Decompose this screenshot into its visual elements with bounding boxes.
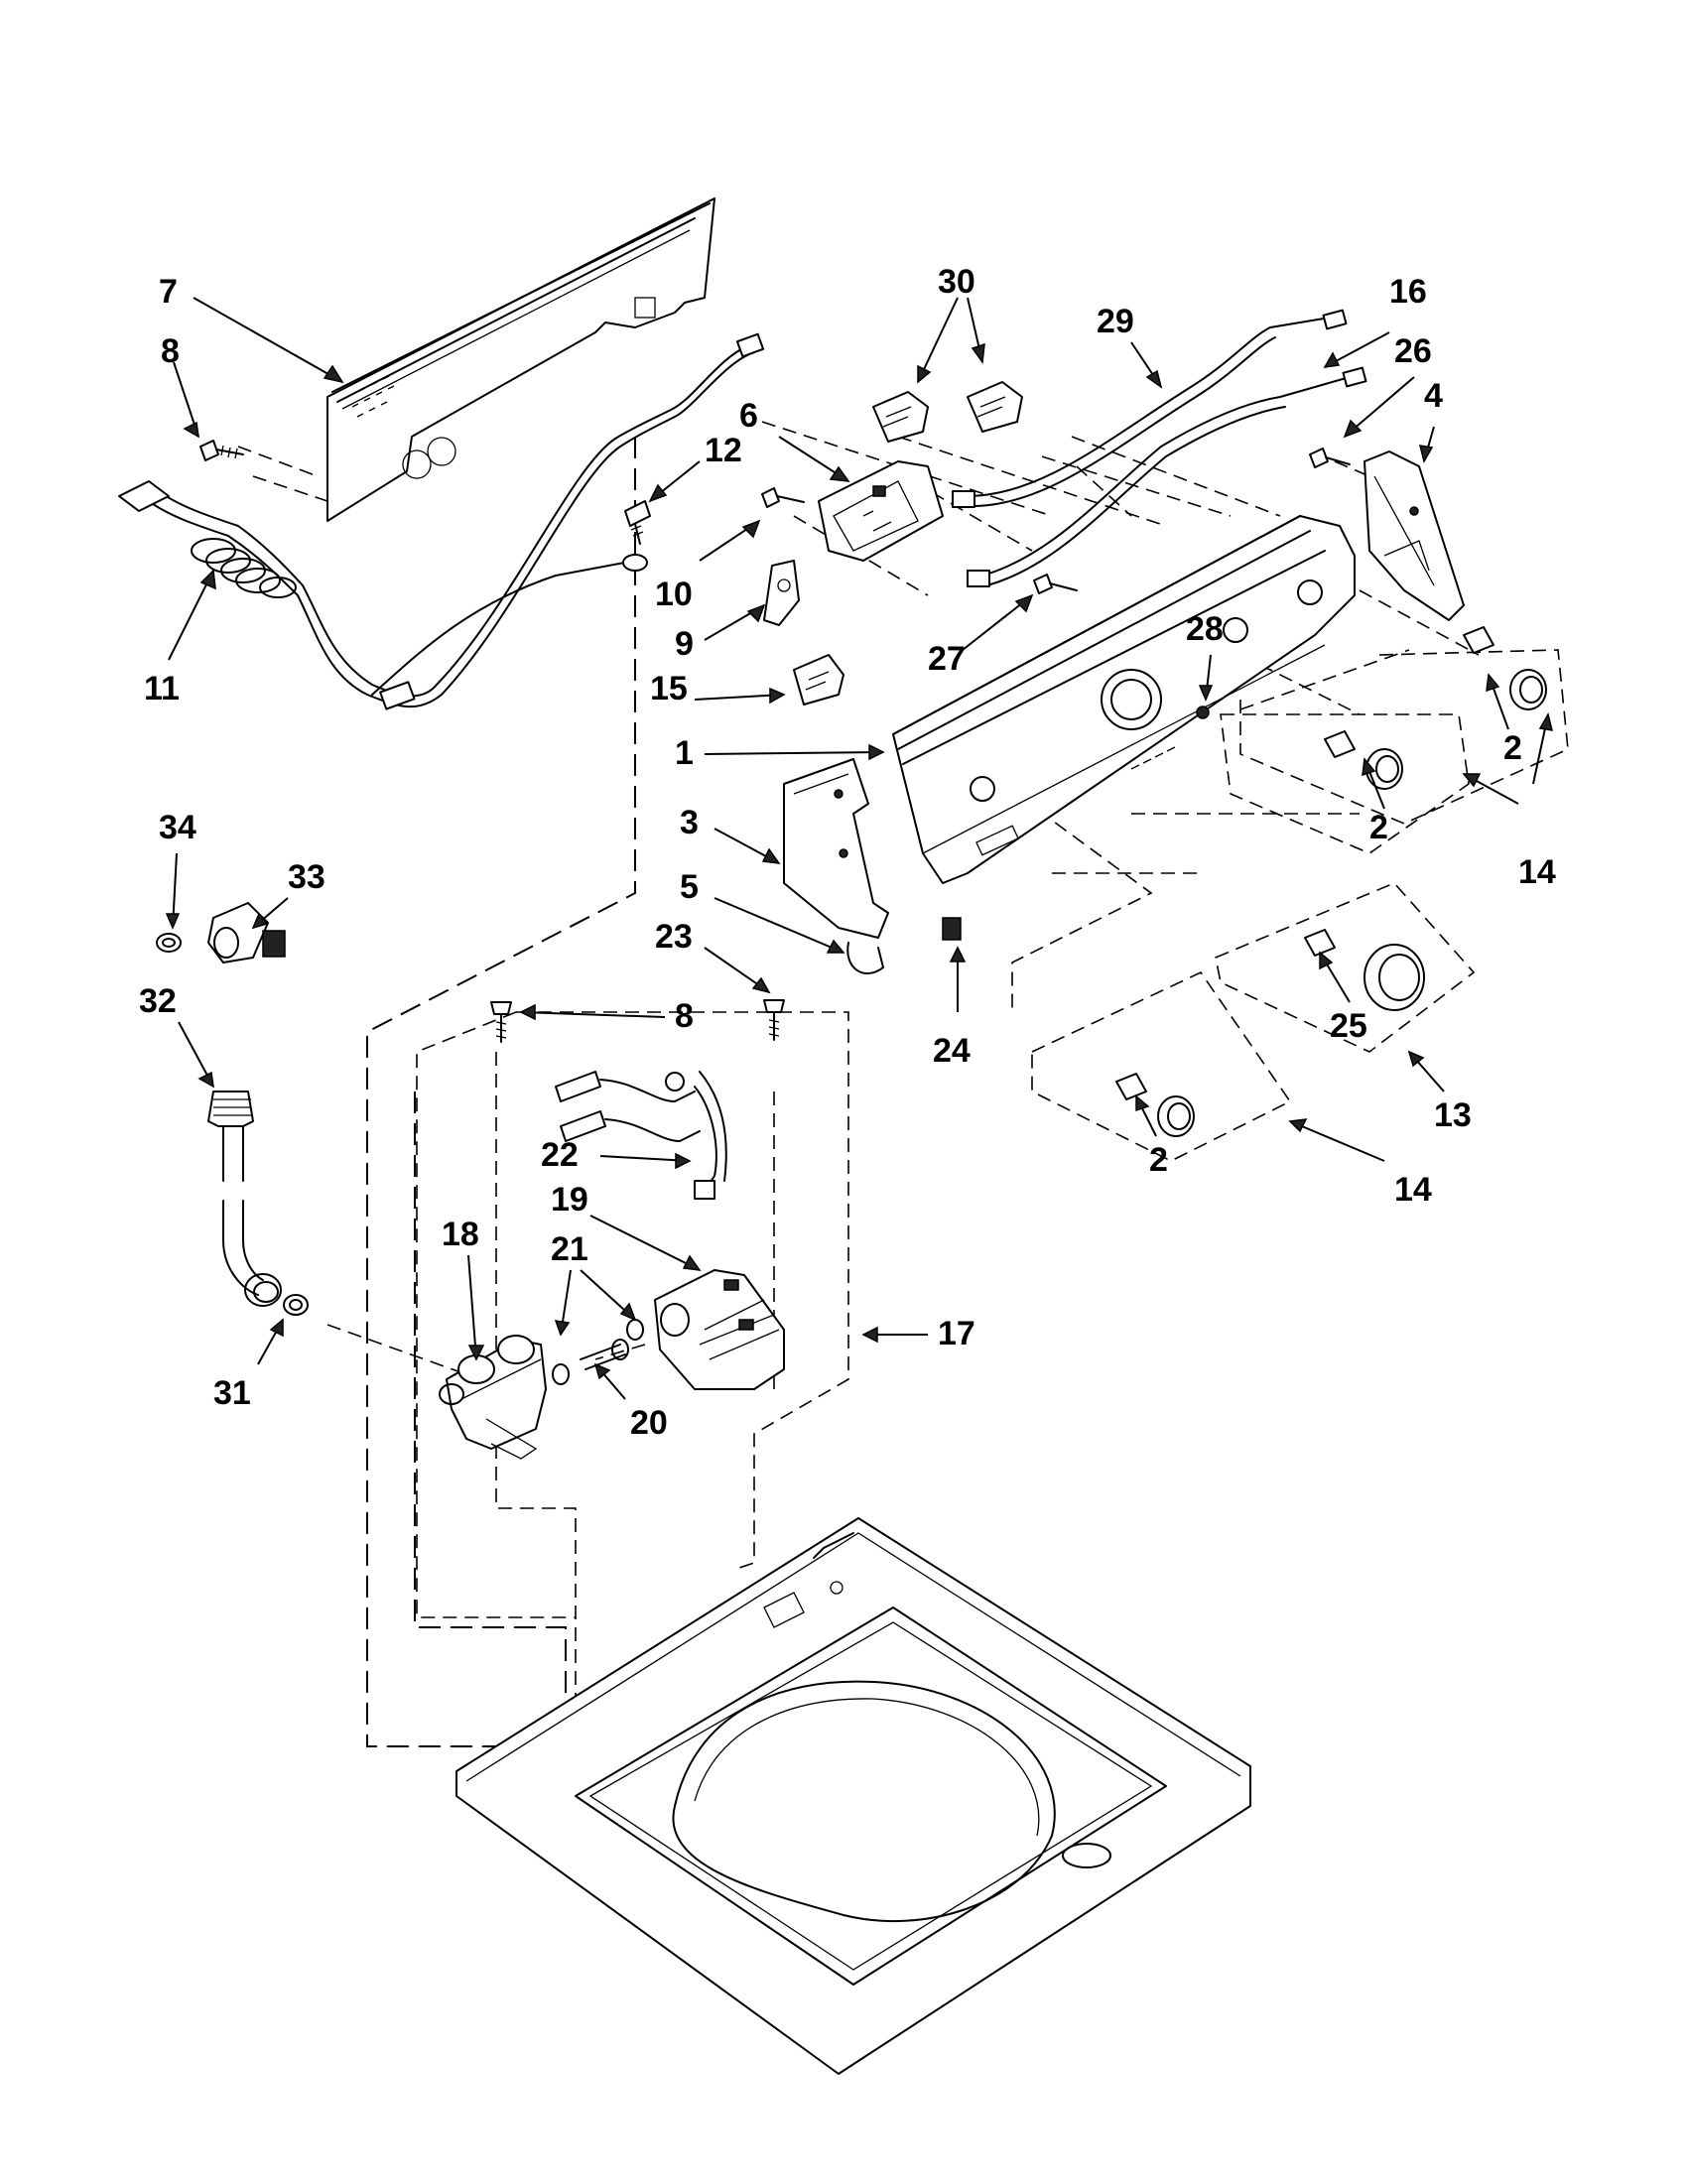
- valve-wire-harness: [555, 1071, 727, 1200]
- callout-21: 21: [551, 1230, 588, 1268]
- callout-11: 11: [144, 670, 180, 707]
- callout-6: 6: [739, 397, 758, 435]
- callout-labels: 7 8 11 12 6 10 9 15 30 29 16 26 4 27 28 …: [139, 263, 1556, 1442]
- assembly-dashed-lines: [237, 421, 1569, 1747]
- washer-top-cover: [455, 1517, 1251, 2075]
- wire-harness: [952, 309, 1367, 587]
- callout-2-lower: 2: [1149, 1141, 1168, 1179]
- callout-33: 33: [288, 858, 325, 896]
- dispenser: [654, 1269, 785, 1390]
- callout-19: 19: [551, 1181, 588, 1219]
- callout-8-rear: 8: [161, 332, 180, 370]
- console-selector-switches: [872, 381, 1023, 443]
- knob-assembly-upper: [1324, 626, 1547, 790]
- fill-hose-assembly: [156, 902, 309, 1316]
- rear-panel-screw: [199, 440, 244, 461]
- callout-26: 26: [1394, 332, 1432, 370]
- console: [892, 515, 1356, 884]
- harness-clip: [763, 560, 800, 626]
- console-screw: [761, 487, 805, 508]
- rear-panel-vents: [346, 375, 456, 479]
- knob-assembly-lower: [1115, 1073, 1195, 1137]
- callout-16: 16: [1389, 273, 1427, 311]
- rear-panel: [326, 197, 715, 522]
- end-cap-clip: [846, 942, 884, 974]
- right-end-cap: [1363, 450, 1465, 621]
- electronic-control-board: [818, 460, 944, 562]
- hose-end-fitting: [244, 1273, 282, 1307]
- callout-27: 27: [928, 640, 966, 678]
- callout-18: 18: [442, 1216, 479, 1253]
- callout-14-upper: 14: [1518, 853, 1556, 891]
- callout-34: 34: [159, 809, 196, 846]
- callout-1: 1: [675, 734, 694, 772]
- callout-29: 29: [1097, 303, 1134, 340]
- callout-2-upper: 2: [1369, 809, 1388, 846]
- callout-25: 25: [1330, 1007, 1367, 1045]
- top-screws: [490, 999, 785, 1043]
- callout-20: 20: [630, 1404, 668, 1442]
- callout-3: 3: [680, 804, 699, 841]
- ground-screw: [624, 500, 651, 545]
- callout-30: 30: [938, 263, 975, 301]
- callout-32: 32: [139, 982, 177, 1020]
- callout-23: 23: [655, 918, 693, 956]
- indicator-badge: [942, 917, 962, 941]
- dispenser-connector-hose: [580, 1319, 644, 1370]
- callout-17: 17: [938, 1315, 975, 1352]
- callout-7: 7: [159, 273, 178, 311]
- power-cord-coil: [191, 538, 297, 598]
- callout-15: 15: [650, 670, 688, 707]
- power-cord-and-ground-wire: [118, 332, 765, 710]
- callout-5: 5: [680, 868, 699, 906]
- callout-22: 22: [541, 1136, 579, 1174]
- callout-24: 24: [933, 1032, 971, 1070]
- callout-2-upper-right: 2: [1503, 729, 1522, 767]
- callout-8-top: 8: [675, 997, 694, 1035]
- selector-switch-a: [793, 654, 844, 706]
- callout-14-lower: 14: [1394, 1171, 1432, 1209]
- console-screw-right: [1033, 448, 1351, 594]
- knob-assembly-large: [1304, 929, 1425, 1011]
- callout-12: 12: [705, 432, 742, 469]
- callout-13: 13: [1434, 1096, 1472, 1134]
- console-end-cap: [783, 758, 889, 939]
- callout-9: 9: [675, 625, 694, 663]
- callout-28: 28: [1186, 610, 1224, 648]
- leader-lines: [165, 297, 1554, 1400]
- callout-4: 4: [1424, 377, 1443, 415]
- callout-31: 31: [213, 1374, 251, 1412]
- callout-10: 10: [655, 576, 693, 613]
- water-valve: [439, 1335, 570, 1460]
